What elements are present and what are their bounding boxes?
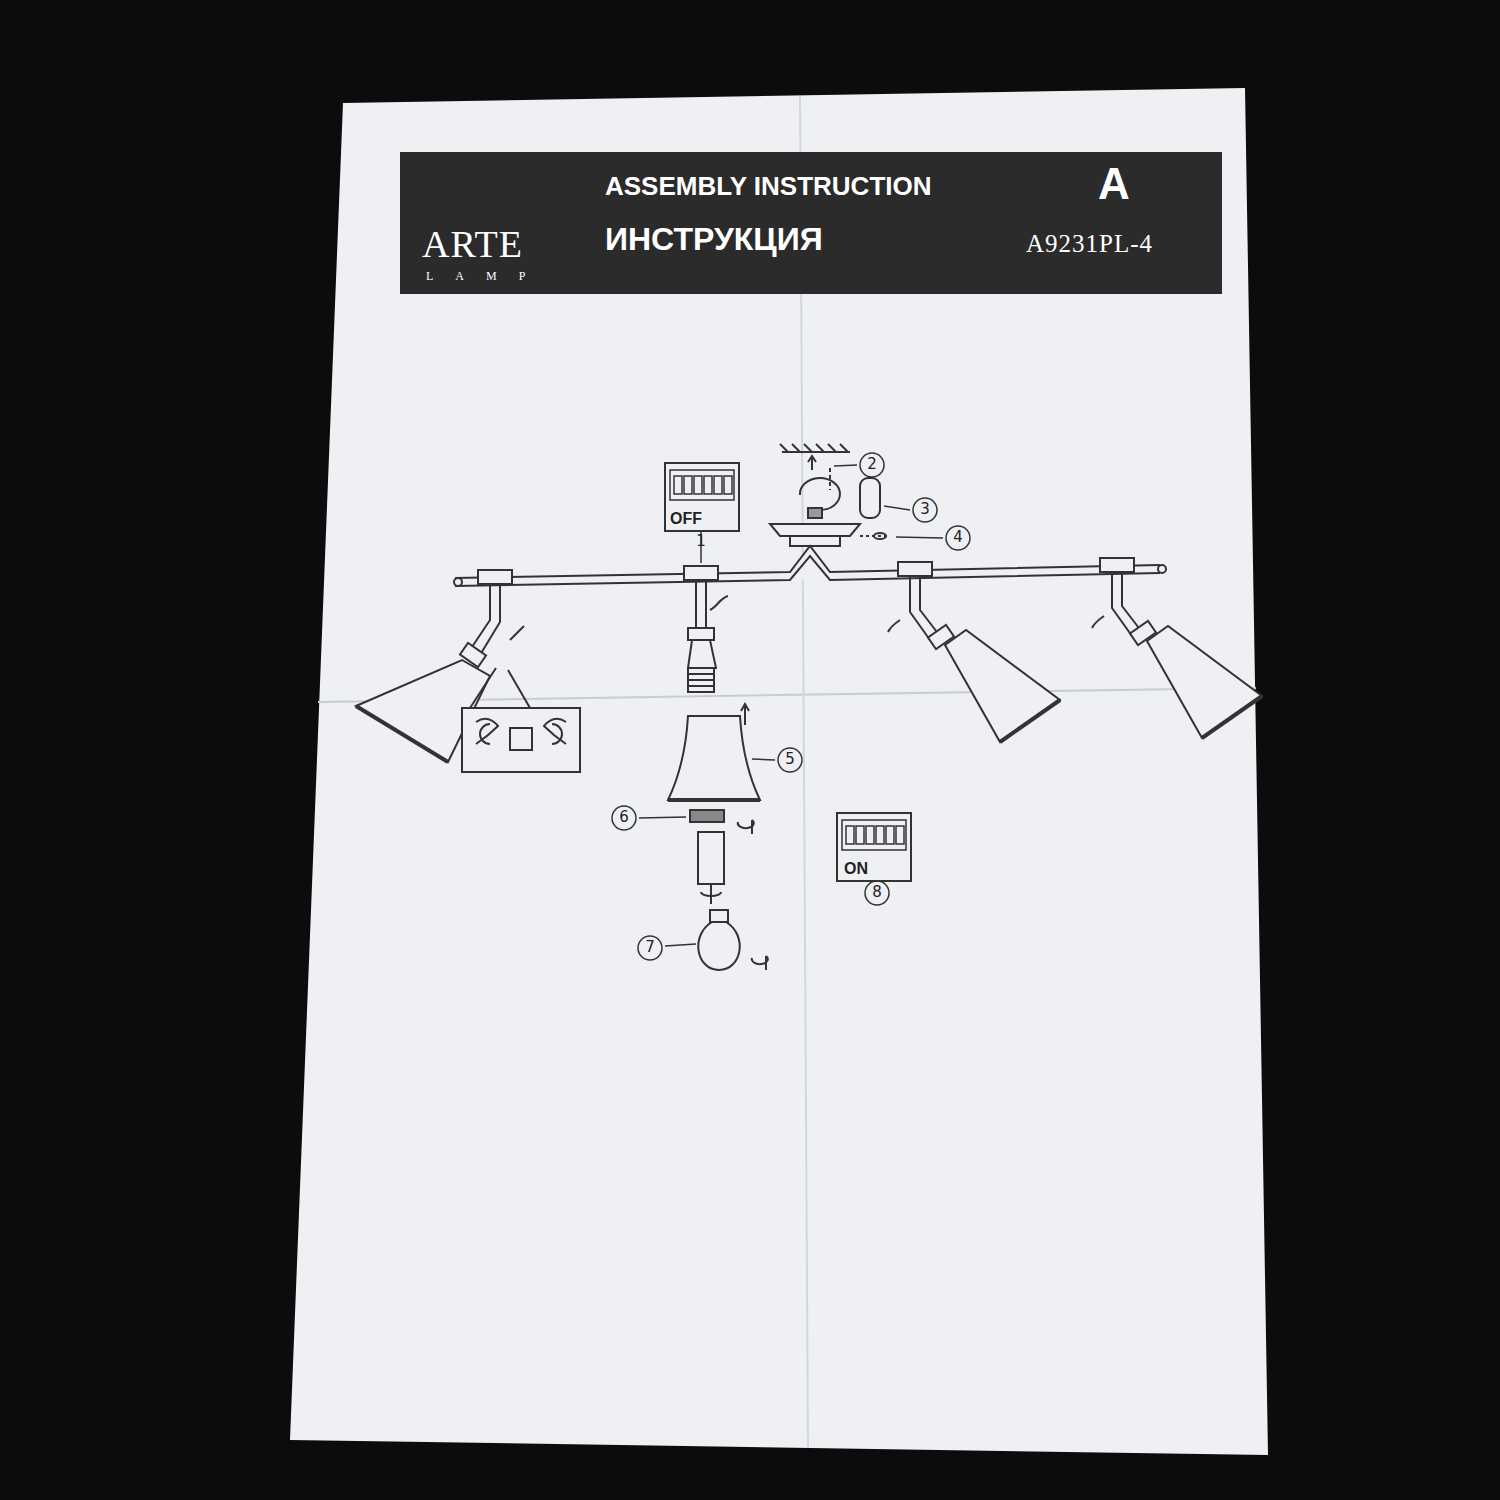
switch-graphic — [670, 470, 906, 850]
switch-box: ON — [836, 812, 912, 882]
heading: ИНСТРУКЦИЯ — [605, 222, 823, 257]
callout-number: 8 — [865, 885, 889, 900]
model-number: A9231PL-4 — [1026, 230, 1153, 258]
detail-inset — [462, 668, 580, 772]
callout-number: 5 — [778, 752, 802, 767]
heading: ASSEMBLY INSTRUCTION — [605, 172, 932, 201]
class-letter: A — [1098, 160, 1130, 208]
brand-subtitle: LAMP — [426, 270, 547, 283]
lamp-arm-exploded — [668, 580, 768, 970]
lamp-bar — [454, 546, 1166, 586]
lamp-arm — [888, 572, 1262, 742]
fold-line — [800, 96, 808, 1448]
callout-number: 2 — [860, 457, 884, 472]
header-band: ARTE LAMP ASSEMBLY INSTRUCTION ИНСТРУКЦИЯ AA… — [400, 152, 1222, 294]
switch-box: OFF — [664, 462, 740, 532]
callout-number: 4 — [946, 530, 970, 545]
callout-number: 3 — [913, 502, 937, 517]
ceiling-mount — [770, 444, 890, 546]
switch-state: ON — [844, 860, 868, 878]
switch-state: OFF — [670, 510, 702, 528]
callout-number: 7 — [638, 940, 662, 955]
callout-number: 1 — [689, 534, 713, 549]
brand-name: ARTE — [422, 224, 523, 266]
callout-number: 6 — [612, 810, 636, 825]
callout-marks — [612, 453, 970, 960]
paper-sheet — [290, 88, 1268, 1455]
